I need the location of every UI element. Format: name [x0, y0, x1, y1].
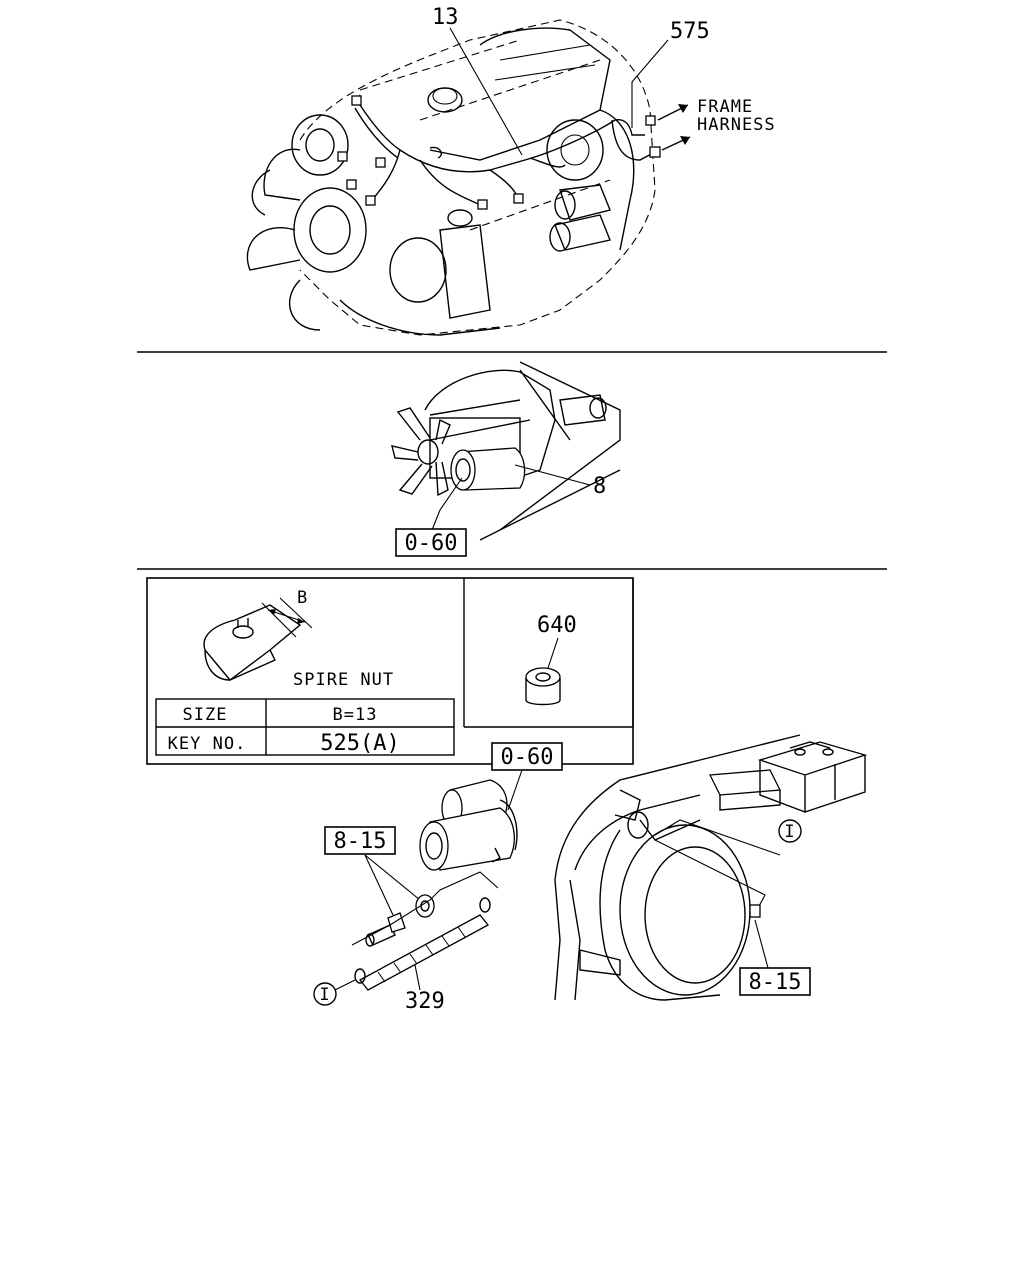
- ref-box-0-60-a: [395, 528, 467, 557]
- bolt-and-cable-illustration: [334, 854, 499, 991]
- frame-harness-label-line2: HARNESS: [697, 115, 776, 135]
- dimension-b-label: B: [297, 588, 308, 608]
- circle-ref-left-label: I: [319, 985, 330, 1005]
- starter-location-illustration: [391, 361, 621, 541]
- ref-8-15-b: 8-15: [749, 970, 802, 995]
- ref-0-60-b: 0-60: [501, 745, 554, 770]
- engine-harness-illustration: [246, 19, 691, 336]
- spire-nut-illustration: [203, 597, 313, 681]
- table-header-size: SIZE: [183, 705, 228, 725]
- circle-ref-right-label: I: [784, 822, 795, 842]
- circle-ref-left: [313, 982, 337, 1006]
- callout-8: 8: [593, 474, 606, 499]
- callout-575: 575: [670, 19, 710, 44]
- battery-frame-illustration: [554, 734, 868, 1001]
- ref-0-60-a: 0-60: [405, 531, 458, 556]
- callout-329: 329: [405, 989, 445, 1014]
- ref-box-8-15-b: [739, 967, 811, 996]
- table-value-key-no: 525(A): [320, 731, 399, 756]
- frame-harness-label-line1: FRAME: [697, 97, 753, 117]
- table-value-size: B=13: [333, 705, 378, 725]
- ref-box-8-15-a: [324, 826, 396, 855]
- nut-640-illustration: [525, 637, 561, 706]
- spire-nut-title: SPIRE NUT: [293, 670, 394, 690]
- circle-ref-right: [778, 819, 802, 843]
- starter-motor-illustration: [419, 769, 523, 871]
- callout-640: 640: [537, 613, 577, 638]
- ref-8-15-a: 8-15: [334, 829, 387, 854]
- callout-13: 13: [432, 5, 459, 30]
- table-header-key-no: KEY NO.: [168, 734, 247, 754]
- ref-box-0-60-b: [491, 742, 563, 771]
